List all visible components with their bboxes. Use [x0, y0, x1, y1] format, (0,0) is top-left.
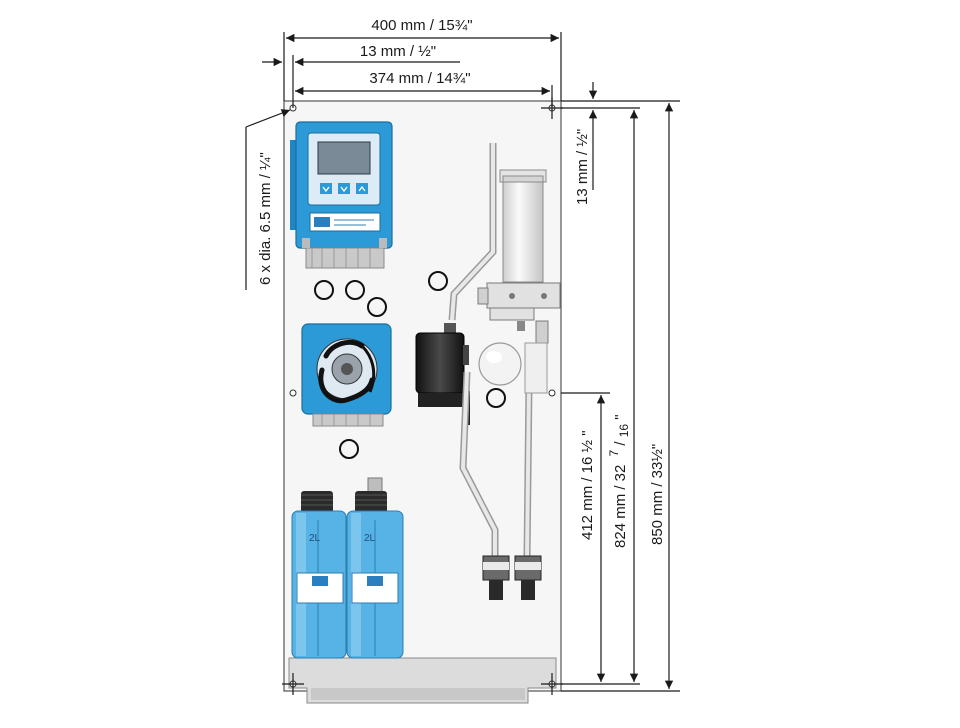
cable-hole [367, 297, 387, 317]
controller-key [356, 183, 368, 194]
reagent-bottle-left: 2L [291, 491, 347, 659]
controller-unit [290, 121, 393, 269]
mounting-hole [548, 389, 556, 397]
vertical-dimensions: 13 mm / ½" 412 mm / 16 ½ " 824 mm / 32 7… [561, 82, 680, 692]
peristaltic-pump [301, 323, 392, 427]
bottle-volume-label: 2L [364, 533, 376, 544]
tube-fittings [482, 555, 542, 600]
dim-hole-spacing-height: 824 mm / 32 7 / 16 " [605, 414, 632, 548]
controller-display [317, 141, 371, 175]
dim-hole-spacing-width: 374 mm / 14¾" [369, 70, 470, 87]
cable-hole [428, 271, 448, 291]
flow-indicator [478, 342, 522, 386]
dim-overall-width: 400 mm / 15¾" [371, 17, 472, 34]
dim-top-hole-offset: 13 mm / ½" [574, 129, 591, 205]
cable-hole [486, 388, 506, 408]
reagent-bottle-right: 2L [346, 477, 404, 659]
dim-hole-offset: 13 mm / ½" [360, 43, 436, 60]
cable-hole [345, 280, 365, 300]
bottle-volume-label: 2L [309, 533, 321, 544]
sensor-cylinder [477, 169, 561, 394]
horizontal-dimensions: 400 mm / 15¾" 13 mm / ½" 374 mm / 14¾" [262, 17, 562, 108]
tubing [448, 143, 533, 559]
cable-hole [314, 280, 334, 300]
controller-key [320, 183, 332, 194]
mounting-hole [289, 389, 297, 397]
cable-entry-holes [314, 271, 506, 459]
hole-diameter-callout: 6 x dia. 6.5 mm / ¼" [245, 109, 291, 290]
dim-hole-diameter: 6 x dia. 6.5 mm / ¼" [257, 152, 274, 285]
dim-overall-height: 850 mm / 33½" [649, 444, 666, 545]
controller-key [338, 183, 350, 194]
dim-middle-hole-height: 412 mm / 16 ½ " [579, 430, 596, 540]
cable-hole [339, 439, 359, 459]
